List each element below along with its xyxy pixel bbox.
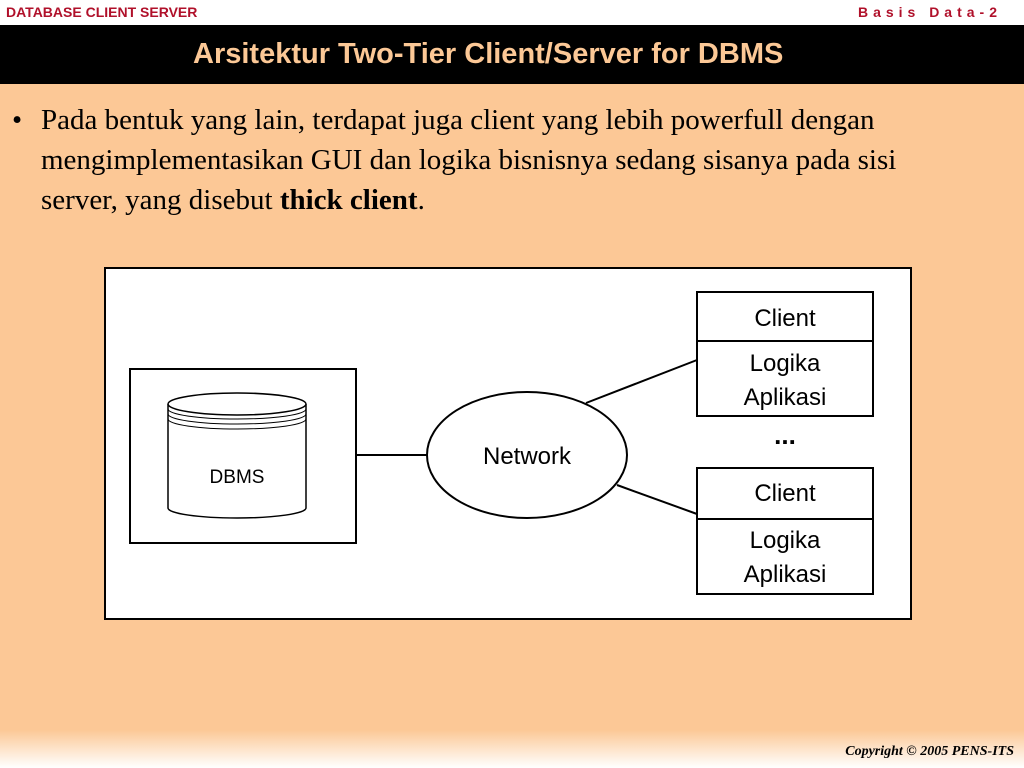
bullet-marker: • [12,104,23,136]
network-client2-link [616,484,698,515]
bullet-text: Pada bentuk yang lain, terdapat juga cli… [41,100,961,220]
title-bar [0,25,1024,84]
footer-gradient [0,730,1024,768]
client-box-2 [696,467,874,595]
logic-label-2-line1: Logika [750,527,821,554]
bullet-text-end: . [417,184,425,216]
bullet-text-main: Pada bentuk yang lain, terdapat juga cli… [41,104,897,216]
header-subject-label: Basis Data-2 [857,4,1002,20]
bullet-text-bold: thick client [279,184,418,216]
client-label-1: Client [754,305,816,332]
database-icon [167,392,307,519]
header-bar: DATABASE CLIENT SERVER Basis Data-2 [0,0,1024,25]
header-course-label: DATABASE CLIENT SERVER [6,4,198,20]
logic-label-1-line2: Aplikasi [744,384,827,411]
slide-title: Arsitektur Two-Tier Client/Server for DB… [193,38,784,70]
network-label: Network [483,443,572,470]
network-client1-link [585,359,698,404]
more-clients-ellipsis: ... [774,420,796,450]
logic-label-1-line1: Logika [750,350,821,377]
client-box-1 [696,291,874,417]
client-label-2: Client [754,480,816,507]
database-label: DBMS [210,467,265,488]
copyright-text: Copyright © 2005 PENS-ITS [845,744,1014,759]
network-node [426,391,628,519]
logic-label-2-line2: Aplikasi [744,561,827,588]
